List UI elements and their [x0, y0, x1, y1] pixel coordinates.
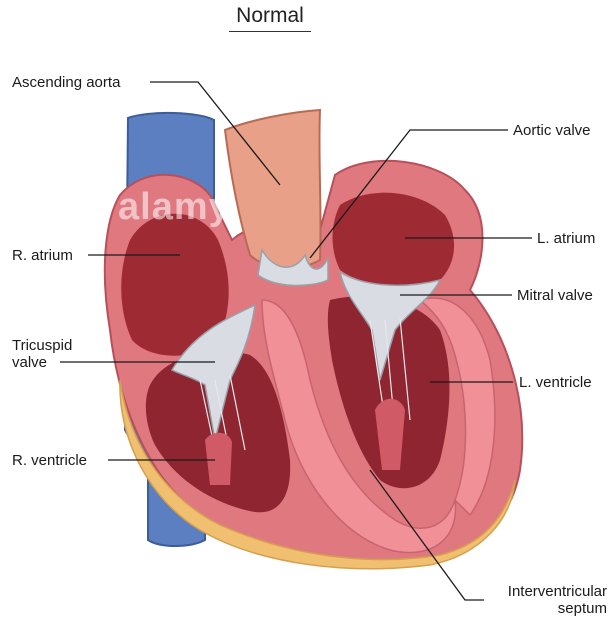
- label-interventricular-line2: septum: [558, 600, 607, 617]
- label-tricuspid-valve-line1: Tricuspid: [12, 337, 72, 354]
- label-aortic-valve: Aortic valve: [513, 122, 591, 139]
- label-interventricular-line1: Interventricular: [508, 583, 607, 600]
- label-r-ventricle: R. ventricle: [12, 452, 87, 469]
- label-l-ventricle: L. ventricle: [519, 374, 592, 391]
- label-mitral-valve: Mitral valve: [517, 287, 593, 304]
- label-r-atrium: R. atrium: [12, 247, 73, 264]
- label-ascending-aorta: Ascending aorta: [12, 74, 120, 91]
- label-l-atrium: L. atrium: [537, 230, 595, 247]
- label-tricuspid-valve-line2: valve: [12, 354, 47, 371]
- watermark: alamy: [118, 186, 231, 229]
